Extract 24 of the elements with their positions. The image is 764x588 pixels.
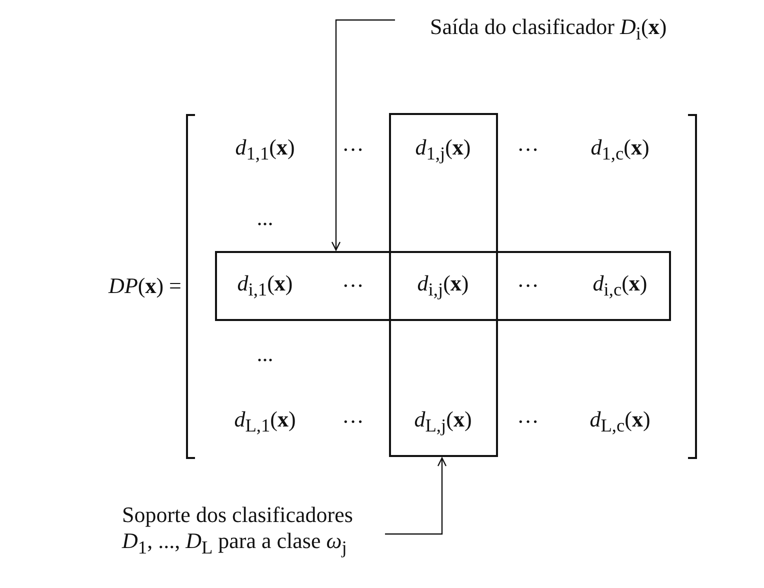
equation-label: DP(x) =	[108, 272, 182, 300]
matrix-entry: ···	[342, 272, 364, 300]
matrix-entry: d$_{i,j}$(x)	[417, 270, 469, 302]
matrix-entry: d$_{L,1}$(x)	[234, 406, 296, 438]
matrix-entry: d$_{1,1}$(x)	[235, 134, 295, 166]
matrix-entry: d$_{L,j}$(x)	[414, 406, 472, 438]
matrix-entry: ...	[256, 340, 274, 368]
leader-line	[385, 457, 447, 535]
matrix-entry: ···	[342, 136, 364, 164]
matrix-entry: d$_{1,j}$(x)	[415, 134, 471, 166]
leader-line	[331, 19, 395, 251]
matrix-entry: ...	[256, 204, 274, 232]
callout-text: Soporte dos clasificadores D$_{1}$, ..., D$_{L}$ para a clase ω$_{j}$	[122, 502, 377, 560]
callout-text: Saída do clasificador D$_{i}$(x)	[430, 14, 667, 46]
highlight-box	[389, 113, 498, 457]
matrix-entry: ···	[517, 136, 539, 164]
matrix-entry: d$_{i,c}$(x)	[592, 270, 648, 302]
matrix-entry: ···	[517, 408, 539, 436]
matrix-entry: d$_{i,1}$(x)	[237, 270, 293, 302]
matrix-entry: ···	[342, 408, 364, 436]
matrix-entry: ···	[517, 272, 539, 300]
highlight-box	[215, 251, 671, 321]
matrix-entry: d$_{L,c}$(x)	[590, 406, 650, 438]
matrix-entry: d$_{1,c}$(x)	[590, 134, 650, 166]
